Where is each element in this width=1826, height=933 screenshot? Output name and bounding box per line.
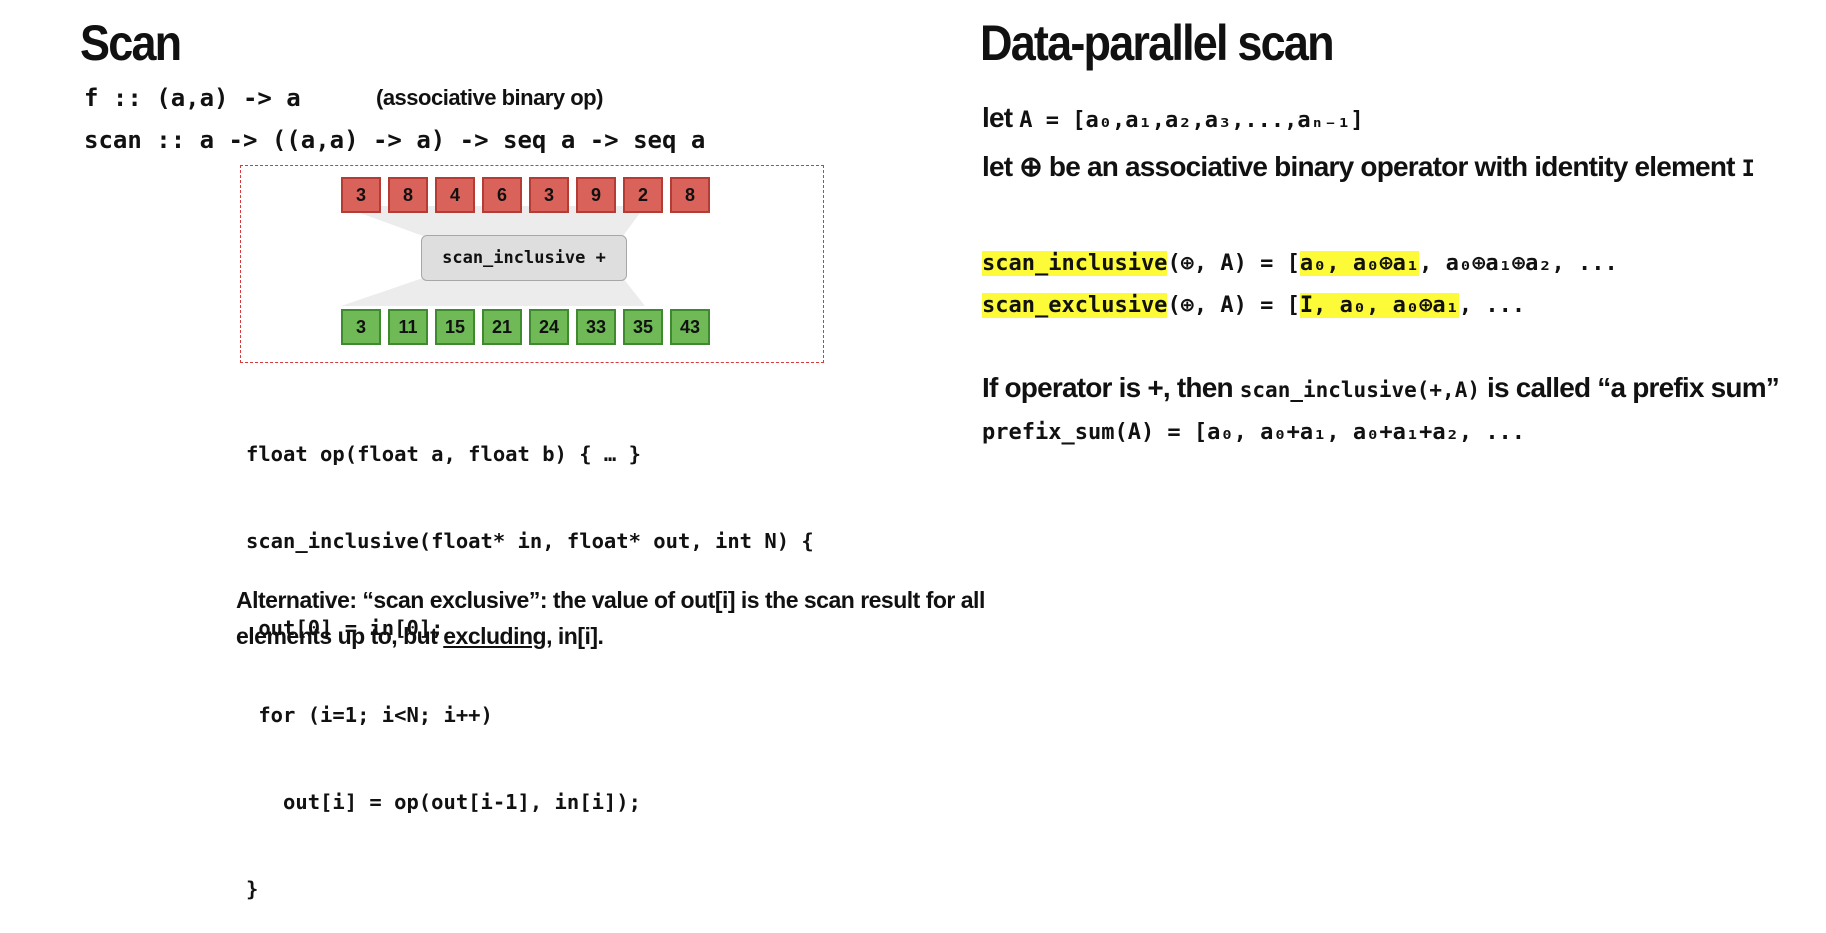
scan-inclusive-args: (⊕, A) = [: [1167, 251, 1300, 276]
operator-definition: let ⊕ be an associative binary operator …: [982, 151, 1742, 182]
input-cell: 3: [341, 177, 381, 213]
scan-inclusive-line: scan_inclusive(⊕, A) = [a₀, a₀⊕a₁, a₀⊕a₁…: [982, 251, 1618, 276]
scan-inclusive-highlight: a₀, a₀⊕a₁: [1299, 251, 1420, 276]
output-cell: 11: [388, 309, 428, 345]
scan-exclusive-line: scan_exclusive(⊕, A) = [I, a₀, a₀⊕a₁, ..…: [982, 293, 1525, 318]
let-word: let: [982, 102, 1020, 133]
excluding-underlined: excluding: [443, 623, 547, 649]
output-cell: 35: [623, 309, 663, 345]
output-cell: 43: [670, 309, 710, 345]
alternative-line-2: elements up to, but excluding, in[i].: [236, 623, 604, 650]
scan-signature: scan :: a -> ((a,a) -> a) -> seq a -> se…: [84, 126, 706, 154]
output-cell: 3: [341, 309, 381, 345]
output-cell: 21: [482, 309, 522, 345]
array-a-definition: A = [a₀,a₁,a₂,a₃,...,aₙ₋₁]: [1019, 108, 1364, 133]
scan-exclusive-rest: , ...: [1458, 293, 1526, 318]
scan-operation-box: scan_inclusive +: [421, 235, 627, 281]
let-a-line: let A = [a₀,a₁,a₂,a₃,...,aₙ₋₁]: [982, 102, 1364, 134]
code-line: for (i=1; i<N; i++): [246, 703, 493, 727]
input-cell: 4: [435, 177, 475, 213]
op-signature: f :: (a,a) -> a: [84, 84, 301, 112]
prefix-sum-text-end: is called “a prefix sum”: [1479, 372, 1780, 403]
alternative-text-end: , in[i].: [546, 623, 604, 649]
alternative-text: elements up to, but: [236, 623, 444, 649]
identity-element: I: [1741, 157, 1755, 182]
input-cell: 3: [529, 177, 569, 213]
prefix-sum-heading: If operator is +, then scan_inclusive(+,…: [982, 372, 1780, 404]
scan-exclusive-highlight: I, a₀, a₀⊕a₁: [1299, 293, 1459, 318]
input-cell: 8: [388, 177, 428, 213]
code-line: scan_inclusive(float* in, float* out, in…: [246, 529, 814, 553]
scan-exclusive-name: scan_exclusive: [982, 293, 1168, 318]
code-line: out[i] = op(out[i-1], in[i]);: [246, 790, 641, 814]
input-cell: 9: [576, 177, 616, 213]
input-cell: 6: [482, 177, 522, 213]
fan-shading: [341, 206, 645, 306]
op-signature-note: (associative binary op): [376, 85, 603, 110]
scan-code-block: float op(float a, float b) { … } scan_in…: [246, 382, 814, 933]
alternative-line-1: Alternative: “scan exclusive”: the value…: [236, 587, 985, 613]
scan-exclusive-args: (⊕, A) = [: [1167, 293, 1300, 318]
output-cell: 15: [435, 309, 475, 345]
data-parallel-scan-title: Data-parallel scan: [980, 15, 1335, 71]
bottom-fan-shape: [341, 278, 645, 306]
scan-inclusive-rest: , a₀⊕a₁⊕a₂, ...: [1419, 251, 1618, 276]
output-cell: 33: [576, 309, 616, 345]
prefix-sum-code: scan_inclusive(+,A): [1239, 378, 1480, 402]
scan-inclusive-name: scan_inclusive: [982, 251, 1168, 276]
code-line: float op(float a, float b) { … }: [246, 442, 641, 466]
scan-title: Scan: [80, 15, 182, 71]
code-line: }: [246, 877, 259, 901]
let-operator-line: let ⊕ be an associative binary operator …: [982, 150, 1755, 183]
input-cell: 8: [670, 177, 710, 213]
prefix-sum-definition: prefix_sum(A) = [a₀, a₀+a₁, a₀+a₁+a₂, ..…: [982, 420, 1526, 445]
top-fan-shape: [341, 206, 645, 236]
output-cell: 24: [529, 309, 569, 345]
code-line: out[0] = in[0];: [246, 616, 444, 640]
prefix-sum-text: If operator is +, then: [982, 372, 1240, 403]
input-cell: 2: [623, 177, 663, 213]
